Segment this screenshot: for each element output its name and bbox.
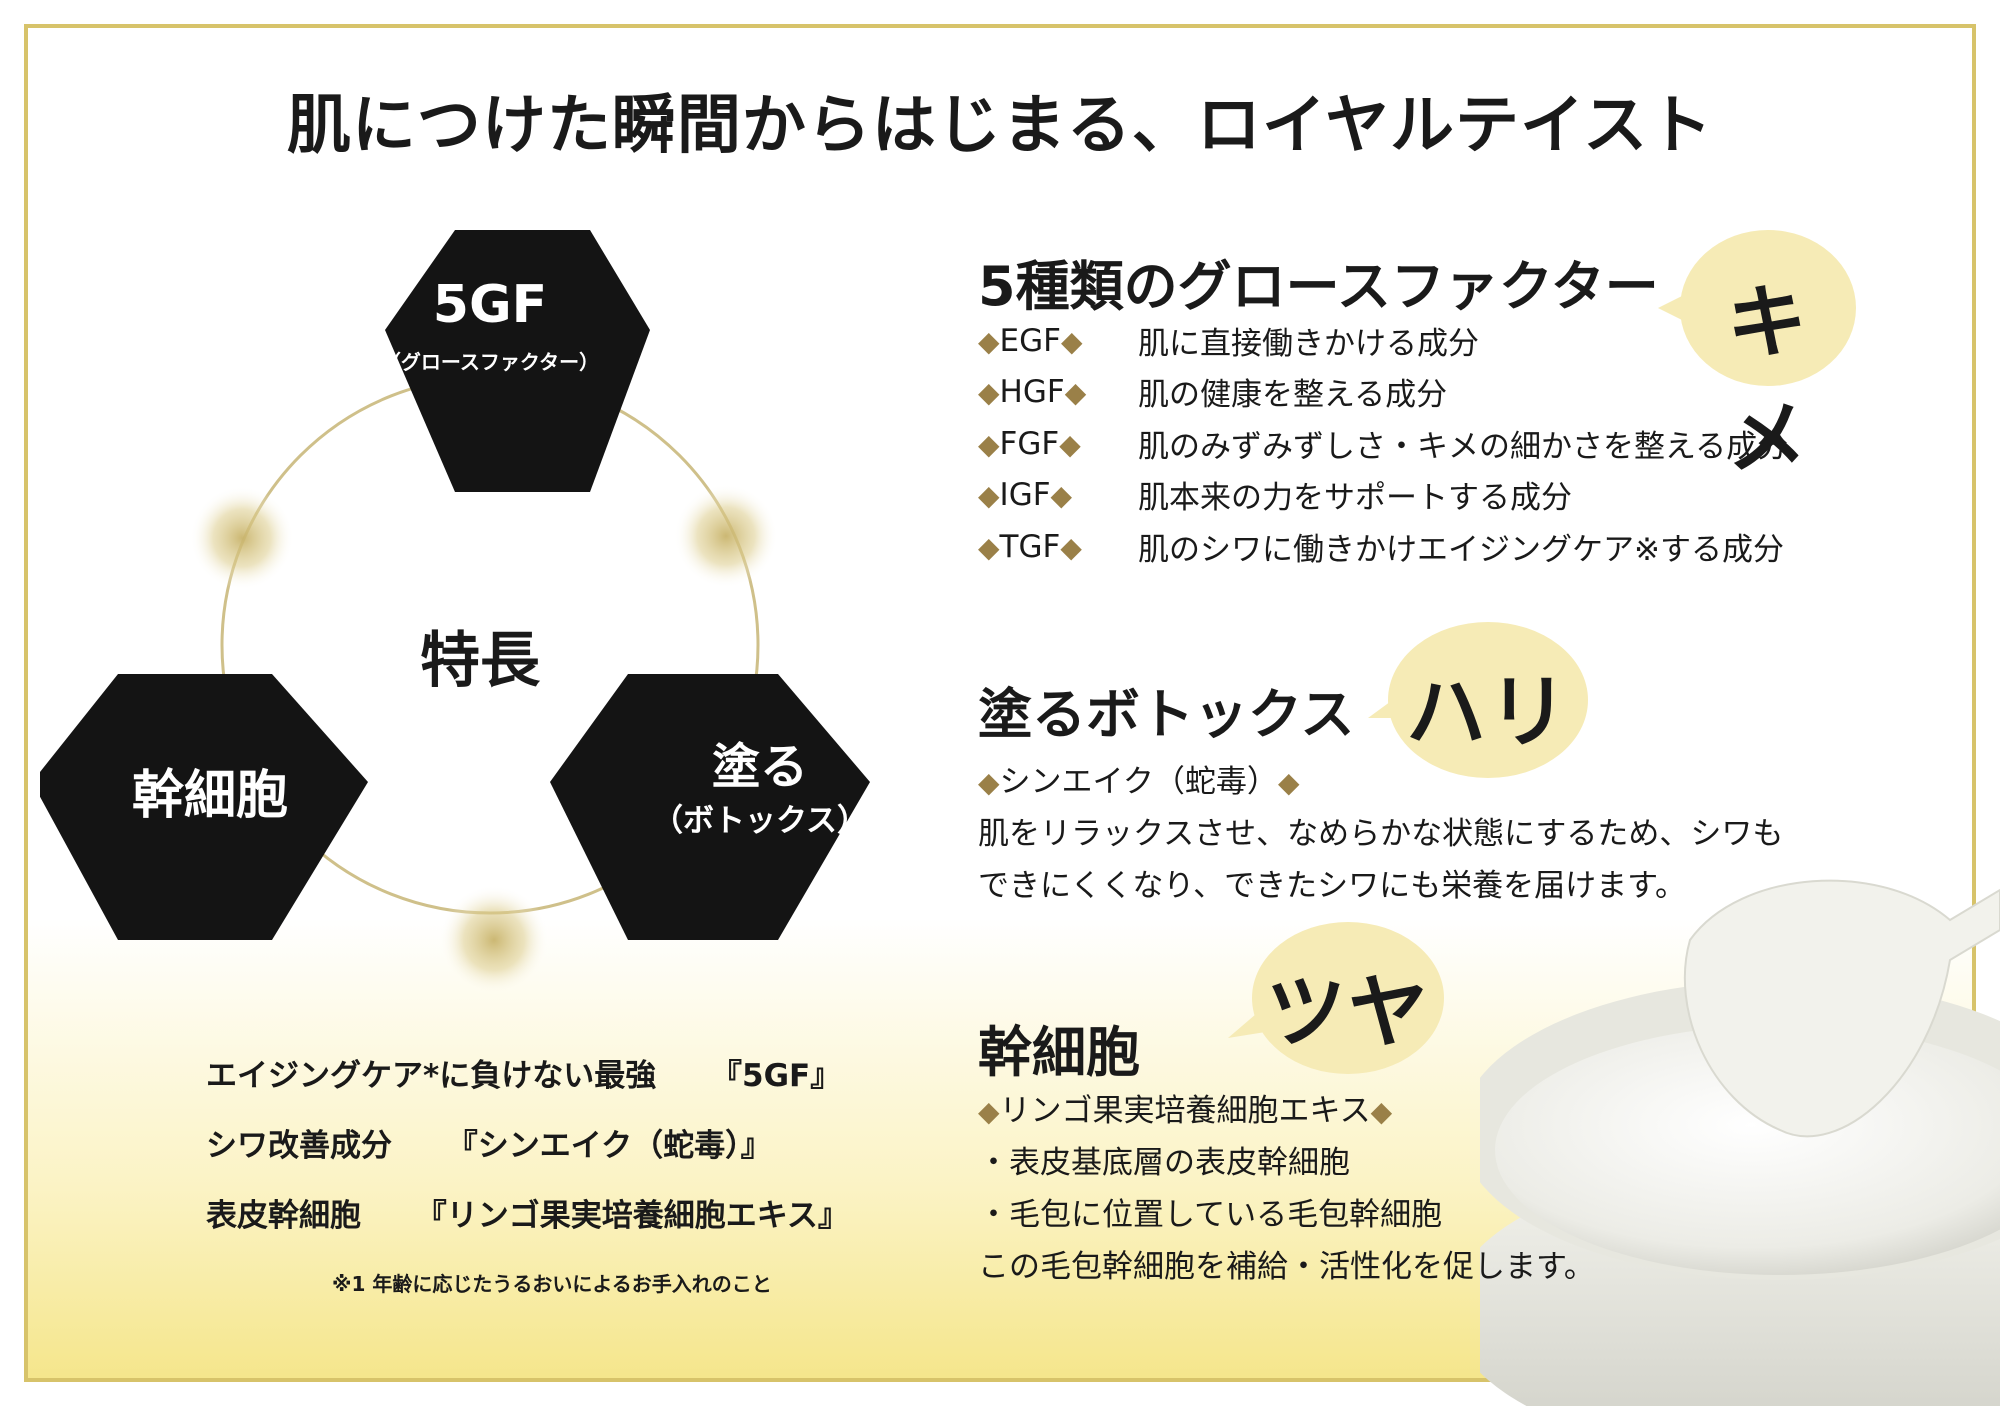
summary-value-1: 『5GF』 — [711, 1058, 842, 1094]
section3-line-3: この毛包幹細胞を補給・活性化を促します。 — [978, 1249, 1595, 1285]
diamond-icon: ◆ — [978, 530, 1000, 564]
section3-bubble-text: ツヤ — [1266, 966, 1430, 1059]
feature-diagram — [40, 230, 870, 995]
diamond-icon: ◆ — [1064, 375, 1087, 409]
hex-right-title: 塗る — [711, 739, 808, 795]
section2-bubble — [1368, 622, 1588, 778]
summary-value-2: 『シンエイク（蛇毒）』 — [446, 1128, 772, 1164]
diamond-icon: ◆ — [1370, 1095, 1393, 1128]
diamond-icon: ◆ — [1059, 427, 1081, 461]
diagram-center-label: 特長 — [420, 626, 540, 696]
summary-row-3: 表皮幹細胞 『リンゴ果実培養細胞エキス』 — [206, 1190, 849, 1235]
section3-line-1: ・表皮基底層の表皮幹細胞 — [978, 1145, 1350, 1181]
hex-top — [385, 230, 650, 492]
gf-desc-5: 肌のシワに働きかけエイジングケア※する成分 — [1138, 532, 1784, 568]
diamond-icon: ◆ — [978, 324, 1000, 358]
section3-bubble — [1228, 922, 1444, 1074]
diamond-icon: ◆ — [978, 766, 1000, 799]
hex-top-title: 5GF — [432, 275, 548, 335]
gf-row-4: ◆IGF◆ 肌本来の力をサポートする成分 — [978, 472, 1572, 517]
gf-row-5: ◆TGF◆ 肌のシワに働きかけエイジングケア※する成分 — [978, 524, 1784, 569]
gf-code-5: ◆TGF◆ — [978, 528, 1082, 565]
section2-ingredient: ◆シンエイク（蛇毒）◆ — [978, 764, 1300, 800]
diamond-icon: ◆ — [978, 375, 1000, 409]
glow-dot-bottom — [439, 885, 549, 995]
diamond-icon: ◆ — [1050, 478, 1073, 512]
gf-code-3: ◆FGF◆ — [978, 425, 1081, 462]
section1-bubble — [1658, 230, 1856, 386]
diamond-icon: ◆ — [978, 1095, 1000, 1128]
hex-right-subtitle: （ボトックス） — [651, 803, 869, 839]
summary-row-2: シワ改善成分 『シンエイク（蛇毒）』 — [206, 1120, 772, 1165]
gf-desc-2: 肌の健康を整える成分 — [1138, 377, 1448, 413]
gf-code-1: ◆EGF◆ — [978, 322, 1083, 359]
glow-dot-left — [190, 486, 294, 590]
hex-left-title: 幹細胞 — [131, 766, 288, 826]
section2-desc-1: 肌をリラックスさせ、なめらかな状態にするため、シワも — [978, 816, 1784, 852]
section3-ingredient: ◆リンゴ果実培養細胞エキス◆ — [978, 1093, 1393, 1129]
gf-desc-3: 肌のみずみずしさ・キメの細かさを整える成分 — [1138, 429, 1789, 465]
diamond-icon: ◆ — [978, 478, 1000, 512]
gf-code-2: ◆HGF◆ — [978, 373, 1087, 410]
diamond-icon: ◆ — [1060, 530, 1082, 564]
summary-label-3: 表皮幹細胞 — [206, 1198, 361, 1234]
diamond-icon: ◆ — [978, 427, 1000, 461]
gf-desc-1: 肌に直接働きかける成分 — [1138, 326, 1479, 362]
section2-desc-2: できにくくなり、できたシワにも栄養を届けます。 — [978, 868, 1687, 904]
footnote: ※1 年齢に応じたうるおいによるお手入れのこと — [332, 1272, 772, 1296]
section1-title: 5種類のグロースファクター — [978, 255, 1659, 318]
gf-code-4: ◆IGF◆ — [978, 476, 1073, 513]
hex-top-subtitle: （グロースファクター） — [380, 350, 600, 374]
hex-left — [40, 674, 368, 940]
section1-bubble-text: キメ — [1727, 276, 1809, 485]
section2-title: 塗るボトックス — [978, 683, 1355, 746]
gf-row-1: ◆EGF◆ 肌に直接働きかける成分 — [978, 318, 1479, 363]
glow-dot-right — [674, 484, 778, 588]
gf-desc-4: 肌本来の力をサポートする成分 — [1138, 480, 1572, 516]
summary-value-3: 『リンゴ果実培養細胞エキス』 — [415, 1198, 849, 1234]
gf-row-2: ◆HGF◆ 肌の健康を整える成分 — [978, 369, 1447, 414]
diamond-icon: ◆ — [1277, 766, 1300, 799]
summary-label-2: シワ改善成分 — [206, 1128, 392, 1164]
summary-label-1: エイジングケア*に負けない最強 — [206, 1058, 657, 1094]
page-title: 肌につけた瞬間からはじまる、ロイヤルテイスト — [286, 89, 1714, 163]
summary-row-1: エイジングケア*に負けない最強 『5GF』 — [206, 1050, 841, 1095]
section3-line-2: ・毛包に位置している毛包幹細胞 — [978, 1197, 1443, 1233]
cream-jar-image — [1480, 879, 2000, 1406]
section3-title: 幹細胞 — [978, 1021, 1140, 1084]
hex-right — [550, 674, 870, 940]
gf-row-3: ◆FGF◆ 肌のみずみずしさ・キメの細かさを整える成分 — [978, 421, 1788, 466]
section2-bubble-text: ハリ — [1406, 666, 1570, 759]
diamond-icon: ◆ — [1061, 324, 1083, 358]
